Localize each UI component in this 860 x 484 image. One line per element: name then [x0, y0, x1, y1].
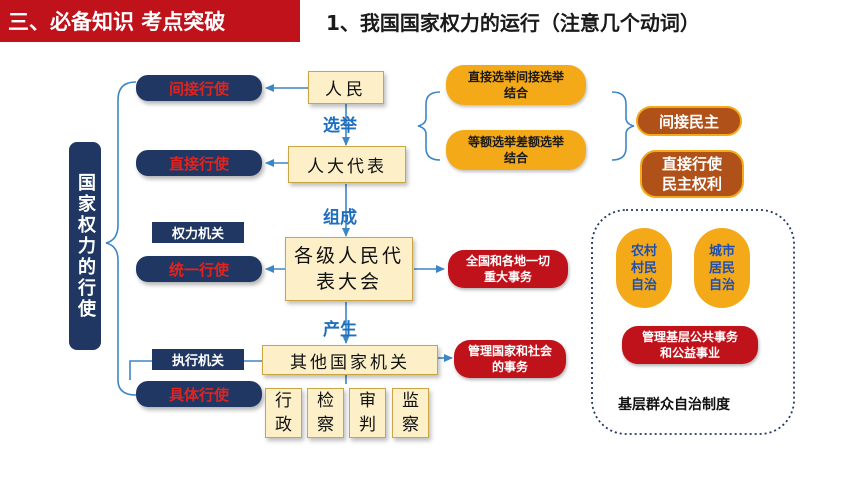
- pill-direct-democratic-rights-text: 直接行使民主权利: [661, 155, 722, 193]
- pill-grassroots-affairs: 管理基层公共事务和公益事业: [622, 326, 758, 364]
- func-admin: 行政: [265, 388, 302, 438]
- pill-election-direct-indirect-text: 直接选举间接选举结合: [467, 70, 564, 100]
- self-gov-frame: [591, 209, 795, 435]
- box-deputies: 人大代表: [288, 146, 406, 183]
- tag-executive-organ: 执行机关: [152, 349, 244, 370]
- pill-election-equal-differential: 等额选举差额选举结合: [446, 130, 586, 170]
- pill-election-direct-indirect: 直接选举间接选举结合: [446, 65, 586, 105]
- func-procuratorial: 检察: [307, 388, 344, 438]
- box-other-organs: 其他国家机关: [262, 345, 438, 375]
- func-supervisory: 监察: [392, 388, 429, 438]
- pill-election-equal-differential-text: 等额选举差额选举结合: [467, 135, 564, 165]
- election-brace-left: [417, 91, 441, 161]
- pill-direct-exercise: 直接行使: [136, 150, 262, 176]
- slide-title: 1、我国国家权力的运行（注意几个动词）: [326, 11, 700, 35]
- box-congress: 各级人民代表大会: [285, 237, 413, 301]
- tag-power-organ: 权力机关: [152, 222, 244, 243]
- pill-grassroots-affairs-text: 管理基层公共事务和公益事业: [641, 330, 738, 360]
- oval-rural-self-gov: 农村村民自治: [616, 228, 672, 308]
- pill-direct-democratic-rights: 直接行使民主权利: [640, 150, 744, 198]
- label-compose: 组成: [323, 208, 357, 228]
- func-procuratorial-text: 检察: [317, 391, 334, 435]
- pill-organ-matters-text: 管理国家和社会的事务: [467, 344, 552, 374]
- label-elect: 选举: [323, 116, 357, 136]
- self-gov-caption: 基层群众自治制度: [618, 397, 730, 413]
- func-judicial-text: 审判: [359, 391, 376, 435]
- header-bar: [0, 0, 300, 42]
- box-people: 人民: [308, 71, 384, 104]
- pill-organ-matters: 管理国家和社会的事务: [454, 340, 566, 378]
- func-judicial: 审判: [349, 388, 386, 438]
- oval-rural-self-gov-text: 农村村民自治: [630, 243, 657, 293]
- pill-indirect-democracy: 间接民主: [636, 106, 742, 136]
- section-label: 三、必备知识 考点突破: [8, 10, 226, 34]
- pill-concrete-exercise: 具体行使: [136, 381, 262, 407]
- oval-urban-self-gov-text: 城市居民自治: [708, 243, 735, 293]
- election-brace-right: [611, 91, 635, 161]
- func-admin-text: 行政: [275, 391, 292, 435]
- box-congress-text: 各级人民代表大会: [294, 245, 405, 293]
- pill-indirect-exercise: 间接行使: [136, 75, 262, 101]
- label-produce: 产生: [323, 320, 357, 340]
- pill-unified-exercise: 统一行使: [136, 256, 262, 282]
- vertical-label: 国家权力的行使: [75, 172, 96, 320]
- oval-urban-self-gov: 城市居民自治: [694, 228, 750, 308]
- pill-congress-matters: 全国和各地一切重大事务: [448, 250, 568, 288]
- left-brace: [105, 81, 137, 396]
- pill-congress-matters-text: 全国和各地一切重大事务: [465, 254, 550, 284]
- vertical-label-box: 国家权力的行使: [69, 142, 101, 350]
- func-supervisory-text: 监察: [402, 391, 419, 435]
